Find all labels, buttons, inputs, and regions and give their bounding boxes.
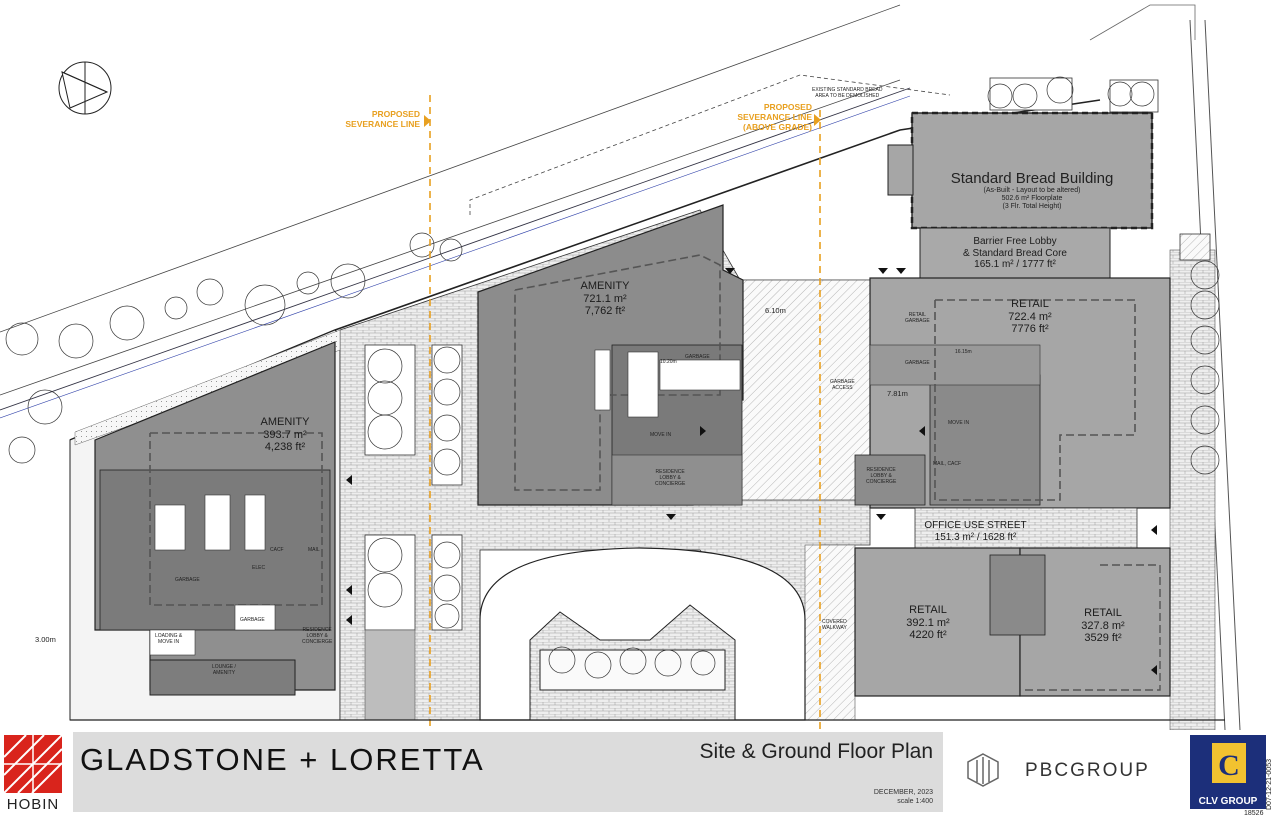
dimension-781: 7.81m bbox=[887, 389, 908, 398]
central-building-stairs bbox=[594, 349, 741, 418]
garbage-label-west-2: GARBAGE bbox=[240, 617, 265, 623]
dimension-610: 6.10m bbox=[765, 306, 786, 315]
clv-logo-icon: C bbox=[1212, 743, 1246, 783]
loading-label: LOADING &MOVE IN bbox=[155, 633, 183, 645]
central-amenity-outline bbox=[514, 254, 721, 491]
svg-text:C: C bbox=[1218, 749, 1240, 782]
lounge-label: LOUNGE /AMENITY bbox=[212, 664, 236, 676]
hobin-wordmark: HOBIN bbox=[6, 796, 60, 813]
stair-east bbox=[1179, 233, 1211, 261]
walkway-hatch bbox=[804, 544, 856, 721]
east-garbage-band bbox=[869, 344, 1041, 386]
dotted-planting-strip bbox=[74, 329, 341, 446]
move-in-east: MOVE IN bbox=[948, 420, 970, 426]
drawing-number: D07-12-21-0053 bbox=[1266, 759, 1273, 810]
garbage-label-center: GARBAGE bbox=[685, 354, 710, 360]
hobin-logo-icon bbox=[3, 734, 63, 794]
lobby-core-block bbox=[919, 227, 1111, 279]
courtyard-bed bbox=[539, 649, 726, 691]
west-amenity-outline bbox=[149, 432, 323, 606]
dark-paving-strip bbox=[364, 629, 416, 721]
title-band: GLADSTONE + LORETTA Site & Ground Floor … bbox=[73, 732, 943, 812]
entry-arrows bbox=[346, 268, 1157, 675]
pbc-wordmark: PBCGROUP bbox=[1025, 760, 1150, 781]
title-block: HOBIN GLADSTONE + LORETTA Site & Ground … bbox=[0, 730, 1280, 820]
office-street bbox=[914, 507, 1138, 549]
west-lounge bbox=[149, 659, 296, 696]
mail-label-west: MAIL bbox=[308, 547, 320, 553]
sbb-label: Standard Bread Building (As-Built - Layo… bbox=[912, 170, 1152, 211]
clv-logo: C CLV GROUP bbox=[1190, 735, 1266, 809]
east-core bbox=[929, 374, 1041, 506]
central-lobby bbox=[611, 454, 743, 506]
project-title: GLADSTONE + LORETTA bbox=[80, 742, 485, 777]
retail-se-outline bbox=[1020, 564, 1161, 691]
hobin-logo bbox=[3, 734, 63, 794]
garbage-label-east: GARBAGE bbox=[905, 360, 930, 366]
east-sidewalk bbox=[1169, 249, 1216, 730]
cacf-label-west: CACF bbox=[270, 547, 284, 553]
move-in-center: MOVE IN bbox=[650, 432, 672, 438]
site-plan-drawing bbox=[0, 4, 1241, 730]
retail-core bbox=[989, 554, 1046, 636]
elec-label: ELEC bbox=[252, 565, 266, 571]
date-scale: DECEMBER, 2023 scale 1:400 bbox=[873, 789, 933, 805]
dimension-300: 3.00m bbox=[35, 635, 56, 644]
garbage-label-west: GARBAGE bbox=[175, 577, 200, 583]
pbc-logo-icon bbox=[965, 752, 1001, 788]
standard-bread-building bbox=[911, 112, 1153, 229]
east-retail-outline bbox=[934, 299, 1136, 501]
dimension-1020: 10.20m bbox=[660, 359, 677, 365]
sheet-title: Site & Ground Floor Plan bbox=[699, 740, 933, 763]
tree-canopies bbox=[5, 76, 1220, 679]
sbb-annex bbox=[887, 144, 914, 196]
dimension-1615: 16.15m bbox=[955, 349, 972, 355]
project-number: 18526 bbox=[1244, 810, 1264, 817]
east-lobby bbox=[854, 454, 926, 506]
severance-arrow-left bbox=[424, 115, 431, 127]
sbb-title: Standard Bread Building bbox=[950, 170, 1114, 187]
mail-cacf-east: MAIL, CACF bbox=[933, 461, 962, 467]
north-arrow-icon bbox=[58, 61, 112, 115]
west-building-stairs bbox=[149, 494, 276, 656]
severance-arrow-right bbox=[814, 114, 821, 126]
